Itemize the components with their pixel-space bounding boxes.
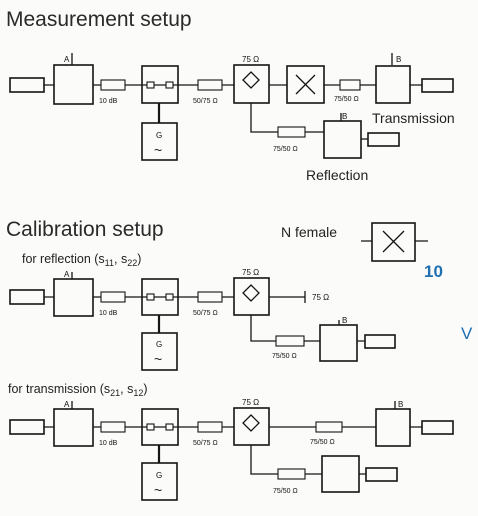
calib-t-through-pad [315, 421, 343, 433]
calib-r-match-pad-2-label: 75/50 Ω [272, 353, 297, 360]
calib-r-receiver-b-label: B [342, 316, 347, 325]
generator-label: G [156, 131, 162, 140]
calib-t-bridge-label: 75 Ω [242, 398, 259, 407]
calib-t-receiver-a [53, 408, 94, 447]
calib-r-match-pad-1-label: 50/75 Ω [193, 310, 218, 317]
attenuator-pad [100, 79, 126, 91]
receiver-b-box [375, 65, 411, 104]
receiver-a-label: A [64, 55, 70, 64]
calib-r-attenuator [100, 291, 126, 303]
calib-t-receiver-b [375, 408, 411, 447]
match-pad-2-label: 75/50 Ω [334, 96, 359, 103]
calib-transmission-diagram: A 10 dB 50/75 Ω 75 Ω 75/50 Ω B 75/50 Ω G… [9, 398, 454, 501]
calib-t-generator [141, 462, 178, 501]
calib-t-bridge [233, 407, 270, 446]
reflection-label: Reflection [306, 167, 368, 183]
calib-t-match-pad-2 [277, 468, 306, 480]
device-under-test [286, 65, 325, 104]
reflection-bridge [233, 64, 270, 104]
input-port [9, 77, 45, 93]
calib-r-bridge [233, 277, 270, 316]
calib-t-through-pad-label: 75/50 Ω [310, 439, 335, 446]
calib-t-receiver-a-label: A [64, 400, 70, 409]
edge-letter: V [461, 324, 473, 343]
transmission-label: Transmission [372, 110, 455, 126]
calib-r-input-port [9, 289, 45, 305]
connector-label: N female [281, 224, 337, 240]
calib-reflection-caption: for reflection (s11, s22) [22, 252, 141, 268]
calib-r-receiver-b [319, 324, 358, 362]
calib-t-generator-tilde: ~ [154, 482, 162, 498]
bridge-impedance-label: 75 Ω [242, 55, 259, 64]
calib-t-receiver-b2 [321, 455, 360, 493]
calib-r-match-pad-1 [197, 291, 223, 303]
generator-tilde: ~ [154, 142, 162, 158]
calib-r-bridge-label: 75 Ω [242, 268, 259, 277]
calib-t-attenuator-label: 10 dB [99, 440, 118, 447]
calib-r-output-port [364, 334, 396, 349]
edge-number: 10 [424, 262, 443, 281]
match-pad-3 [277, 126, 306, 138]
calib-r-attenuator-label: 10 dB [99, 310, 118, 317]
transmission-output-port [421, 78, 454, 93]
calib-r-generator-tilde: ~ [154, 351, 162, 367]
connector-symbol: N female [281, 222, 428, 262]
calib-r-generator [141, 332, 178, 371]
calib-r-match-pad-2 [275, 335, 305, 347]
match-pad-3-label: 75/50 Ω [273, 146, 298, 153]
calib-t-receiver-b-label: B [398, 400, 403, 409]
calib-t-input-port [9, 419, 45, 435]
match-pad-1-label: 50/75 Ω [193, 98, 218, 105]
match-pad-2 [339, 79, 361, 91]
reflection-output-port [367, 132, 400, 147]
receiver-b2-label: B [342, 112, 347, 121]
calib-r-termination-label: 75 Ω [312, 293, 329, 302]
receiver-b2-box [323, 120, 362, 159]
measurement-diagram: A 10 dB 50/75 Ω 75 Ω 75/50 Ω B Transmiss… [9, 53, 455, 183]
calib-t-generator-label: G [156, 471, 162, 480]
calib-t-transmission-port [421, 420, 454, 435]
calib-t-match-pad-2-label: 75/50 Ω [273, 488, 298, 495]
calib-t-match-pad-1-label: 50/75 Ω [193, 440, 218, 447]
calib-r-receiver-a [53, 278, 94, 317]
calib-r-generator-label: G [156, 340, 162, 349]
match-pad-1 [197, 79, 223, 91]
calib-transmission-caption: for transmission (s21, s12) [8, 382, 148, 398]
generator-box [141, 122, 178, 161]
measurement-title: Measurement setup [6, 8, 192, 31]
receiver-b-label: B [396, 55, 401, 64]
calib-r-receiver-a-label: A [64, 270, 70, 279]
attenuator-label: 10 dB [99, 98, 118, 105]
calibration-title: Calibration setup [6, 218, 164, 241]
calib-reflection-diagram: A 10 dB 50/75 Ω 75 Ω 75 Ω 75/50 Ω B G ~ [9, 268, 396, 371]
calib-t-match-pad-1 [197, 421, 223, 433]
calib-t-attenuator [100, 421, 126, 433]
receiver-a-box [53, 64, 94, 105]
calib-t-reflection-port [365, 467, 398, 482]
